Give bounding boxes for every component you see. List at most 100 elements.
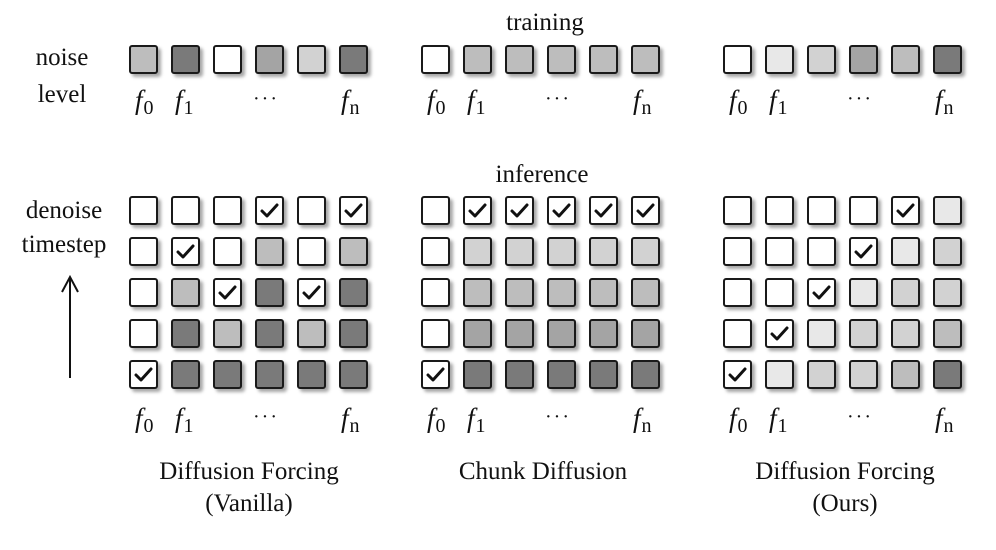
- frame-label-ellipsis-text: ···: [545, 406, 571, 428]
- frame-label-f1-text: f: [769, 85, 777, 115]
- grid-cell: [213, 360, 242, 389]
- frame-label-f1-subscript: 1: [777, 415, 788, 437]
- grid-cell: [297, 196, 326, 225]
- grid-cell: [297, 360, 326, 389]
- frame-label-ellipsis: ···: [545, 407, 571, 427]
- check-icon: [854, 244, 873, 259]
- check-icon: [728, 367, 747, 382]
- grid-cell: [297, 237, 326, 266]
- noise-cell: [129, 45, 158, 74]
- up-arrow-icon: [61, 274, 79, 378]
- checked-cell: [589, 196, 618, 225]
- training-title: training: [506, 9, 584, 36]
- noise-cell: [807, 45, 836, 74]
- checked-cell: [891, 196, 920, 225]
- grid-cell: [849, 319, 878, 348]
- frame-label-fn-subscript: n: [349, 97, 360, 119]
- grid-cell: [723, 319, 752, 348]
- grid-cell: [547, 360, 576, 389]
- noise-cell: [933, 45, 962, 74]
- caption-line2: (Ours): [812, 490, 878, 517]
- grid-cell: [421, 278, 450, 307]
- frame-label-f0-subscript: 0: [435, 415, 446, 437]
- grid-cell: [631, 278, 660, 307]
- grid-cell: [255, 360, 284, 389]
- frame-label-ellipsis-text: ···: [253, 406, 279, 428]
- grid-cell: [631, 237, 660, 266]
- grid-cell: [463, 319, 492, 348]
- grid-cell: [933, 360, 962, 389]
- check-icon: [302, 285, 321, 300]
- panel-caption: Chunk Diffusion: [459, 456, 627, 488]
- frame-label-f1-subscript: 1: [183, 97, 194, 119]
- check-icon: [134, 367, 153, 382]
- check-icon: [552, 203, 571, 218]
- checked-cell: [213, 278, 242, 307]
- frame-label-f1-subscript: 1: [183, 415, 194, 437]
- noise-cell: [589, 45, 618, 74]
- noise-cell: [765, 45, 794, 74]
- level-label: level: [37, 81, 87, 108]
- grid-cell: [339, 360, 368, 389]
- frame-label-f0-text: f: [729, 85, 737, 115]
- grid-cell: [849, 360, 878, 389]
- frame-label-fn-text: f: [633, 403, 641, 433]
- checked-cell: [129, 360, 158, 389]
- grid-cell: [421, 237, 450, 266]
- frame-label-f0-subscript: 0: [435, 97, 446, 119]
- grid-cell: [129, 278, 158, 307]
- frame-label-f0-text: f: [427, 85, 435, 115]
- noise-cell: [255, 45, 284, 74]
- checked-cell: [339, 196, 368, 225]
- frame-label-ellipsis: ···: [253, 407, 279, 427]
- frame-label-fn: fn: [341, 87, 360, 119]
- grid-cell: [589, 237, 618, 266]
- frame-label-fn: fn: [935, 405, 954, 437]
- frame-label-f0-text: f: [135, 85, 143, 115]
- frame-label-f1: f1: [467, 87, 486, 119]
- inference-title: inference: [495, 161, 589, 188]
- frame-label-f0: f0: [427, 85, 446, 119]
- frame-label-f1-text: f: [467, 403, 475, 433]
- checked-cell: [255, 196, 284, 225]
- grid-cell: [891, 319, 920, 348]
- frame-label-f1: f1: [769, 405, 788, 437]
- frame-label-f0-subscript: 0: [737, 415, 748, 437]
- denoise-label: denoise: [25, 197, 103, 224]
- frame-label-fn: fn: [633, 87, 652, 119]
- frame-label-ellipsis: ···: [847, 89, 873, 109]
- frame-label-f0-text: f: [427, 403, 435, 433]
- frame-label-fn-subscript: n: [641, 97, 652, 119]
- grid-cell: [891, 278, 920, 307]
- grid-cell: [547, 237, 576, 266]
- panel-caption: Diffusion Forcing(Ours): [755, 456, 934, 520]
- grid-cell: [723, 196, 752, 225]
- noise-label: noise: [35, 44, 89, 71]
- frame-label-ellipsis-text: ···: [253, 88, 279, 110]
- checked-cell: [171, 237, 200, 266]
- frame-label-ellipsis-text: ···: [847, 88, 873, 110]
- grid-cell: [505, 360, 534, 389]
- frame-label-ellipsis-text: ···: [847, 406, 873, 428]
- checked-cell: [631, 196, 660, 225]
- frame-label-f0-subscript: 0: [143, 415, 154, 437]
- grid-cell: [339, 319, 368, 348]
- grid-cell: [255, 237, 284, 266]
- grid-cell: [255, 319, 284, 348]
- grid-cell: [933, 237, 962, 266]
- grid-cell: [807, 360, 836, 389]
- grid-cell: [171, 196, 200, 225]
- noise-cell: [891, 45, 920, 74]
- noise-cell: [421, 45, 450, 74]
- frame-label-fn-text: f: [935, 85, 943, 115]
- grid-cell: [807, 196, 836, 225]
- panel-caption: Diffusion Forcing(Vanilla): [159, 456, 338, 520]
- timestep-label: timestep: [21, 231, 107, 258]
- frame-label-fn-subscript: n: [943, 415, 954, 437]
- caption-line1: Chunk Diffusion: [458, 458, 628, 485]
- frame-label-f1-subscript: 1: [475, 97, 486, 119]
- check-icon: [636, 203, 655, 218]
- grid-cell: [807, 319, 836, 348]
- grid-cell: [765, 196, 794, 225]
- frame-label-f0: f0: [729, 85, 748, 119]
